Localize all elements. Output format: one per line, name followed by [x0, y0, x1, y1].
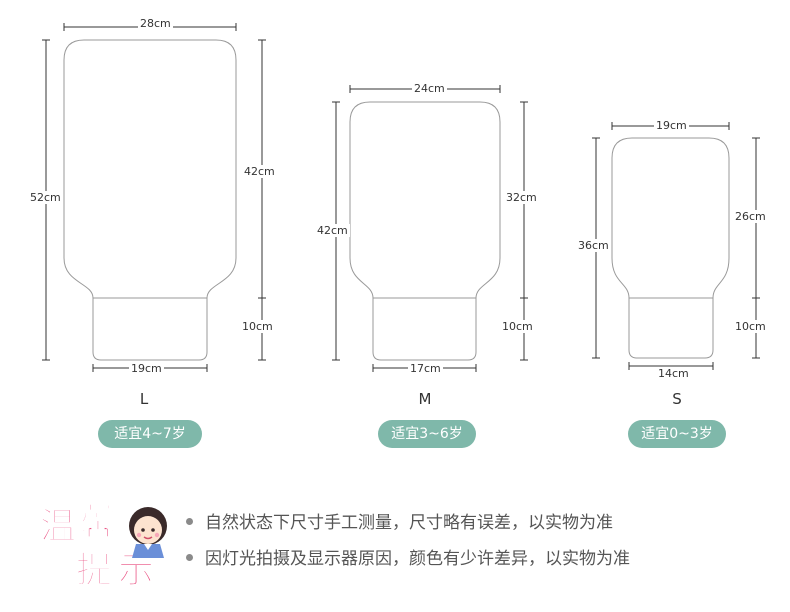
- size-s-cuff-height-label: 10cm: [733, 320, 768, 333]
- size-l-cuff-width-label: 19cm: [129, 362, 164, 375]
- size-s-cuff-width-label: 14cm: [656, 367, 691, 380]
- tips-title-char-3: 提: [76, 550, 112, 591]
- size-l-body-height-label: 42cm: [242, 165, 277, 178]
- size-s-width-top-label: 19cm: [654, 119, 689, 132]
- size-m-age-badge: 适宜3~6岁: [378, 420, 476, 448]
- size-m-width-top-label: 24cm: [412, 82, 447, 95]
- bullet-dot-icon: [186, 517, 193, 525]
- tips-title-char-4: 示: [118, 550, 154, 591]
- size-l-outline: [63, 39, 237, 361]
- size-s-body-height-label: 26cm: [733, 210, 768, 223]
- tip-line-2-text: 因灯光拍摄及显示器原因，颜色有少许差异，以实物为准: [205, 549, 630, 569]
- size-m-cuff-width-label: 17cm: [408, 362, 443, 375]
- size-l-age-badge: 适宜4~7岁: [98, 420, 202, 448]
- tips-title-char-2: 馨: [80, 502, 117, 543]
- size-l-cuff-height-label: 10cm: [240, 320, 275, 333]
- size-m-outline: [349, 101, 501, 361]
- size-l-total-height-label: 52cm: [28, 191, 63, 204]
- size-l-width-top-label: 28cm: [138, 17, 173, 30]
- size-s-outline: [611, 137, 730, 359]
- tips-title-graphic: 温 馨 提 示: [40, 502, 167, 592]
- tips-section: 温 馨 提 示 自然状态下尺寸手工测量，尺寸略有误差，以实物为准 因灯光拍摄及显…: [30, 496, 770, 596]
- size-m-total-height-label: 42cm: [315, 224, 350, 237]
- size-l-letter: L: [139, 390, 149, 408]
- size-s-letter: S: [672, 390, 682, 408]
- size-s-age-badge: 适宜0~3岁: [628, 420, 726, 448]
- size-diagram: [42, 23, 760, 372]
- size-m-letter: M: [418, 390, 432, 408]
- size-m-body-height-label: 32cm: [504, 191, 539, 204]
- tip-line-2: 因灯光拍摄及显示器原因，颜色有少许差异，以实物为准: [186, 544, 630, 569]
- size-m-cuff-height-label: 10cm: [500, 320, 535, 333]
- tips-title-char-1: 温: [40, 506, 76, 547]
- tip-line-1: 自然状态下尺寸手工测量，尺寸略有误差，以实物为准: [186, 508, 613, 533]
- girl-mascot-icon: [129, 507, 167, 558]
- size-s-total-height-label: 36cm: [576, 239, 611, 252]
- tip-line-1-text: 自然状态下尺寸手工测量，尺寸略有误差，以实物为准: [205, 513, 613, 533]
- bullet-dot-icon: [186, 553, 193, 561]
